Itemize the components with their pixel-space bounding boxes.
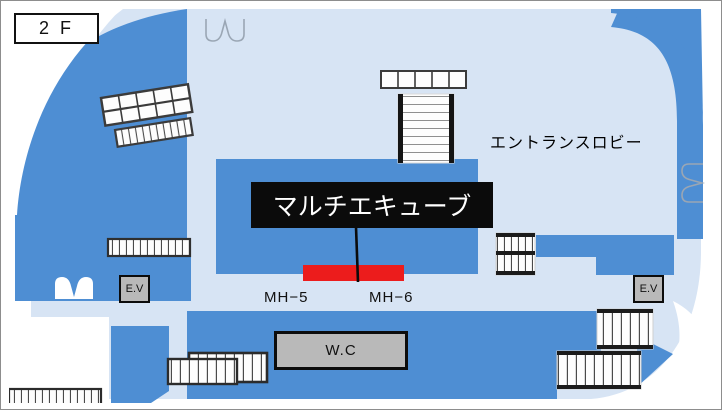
stairs-left-middle	[106, 237, 192, 258]
entrance-symbol-right	[681, 163, 706, 203]
stairs-upper-left	[113, 116, 194, 149]
mh6-label: MH−6	[369, 289, 414, 306]
stairs-bottom-left	[9, 387, 103, 403]
zone-top-right	[611, 9, 703, 121]
floor-badge: 2 F	[14, 13, 99, 44]
escalator-upper-left	[99, 82, 194, 128]
stairs-bottom-left-poly	[166, 357, 239, 386]
elevator-right: E.V	[633, 275, 664, 303]
escalator-top-middle	[380, 70, 467, 89]
callout-leader-line	[354, 226, 360, 283]
zone-right-outer	[611, 9, 703, 239]
entrance-symbol-bottom-left	[55, 277, 93, 299]
elevator-left: E.V	[119, 275, 150, 303]
void-bottom-right	[621, 301, 709, 403]
zone-bottom-left-poly	[111, 326, 169, 403]
entrance-lobby-label: エントランスロビー	[490, 135, 643, 152]
wc-room: W.C	[274, 331, 408, 370]
zone-right-of-hall	[536, 235, 612, 257]
highlight-bar	[303, 265, 404, 281]
zone-above-ev-right	[613, 253, 643, 275]
void-top-left	[9, 9, 123, 215]
stairs-bottom-right-lower	[556, 350, 642, 390]
entrance-symbol-top	[205, 17, 245, 42]
stairs-bottom-right-upper	[596, 308, 654, 350]
mh5-label: MH−5	[264, 289, 309, 306]
multi-ekyubu-callout: マルチエキューブ	[251, 182, 493, 228]
void-bottom-left	[9, 317, 109, 403]
stairs-right-of-hall	[495, 232, 536, 276]
zone-left	[15, 9, 187, 301]
stairs-top-middle	[397, 93, 455, 164]
